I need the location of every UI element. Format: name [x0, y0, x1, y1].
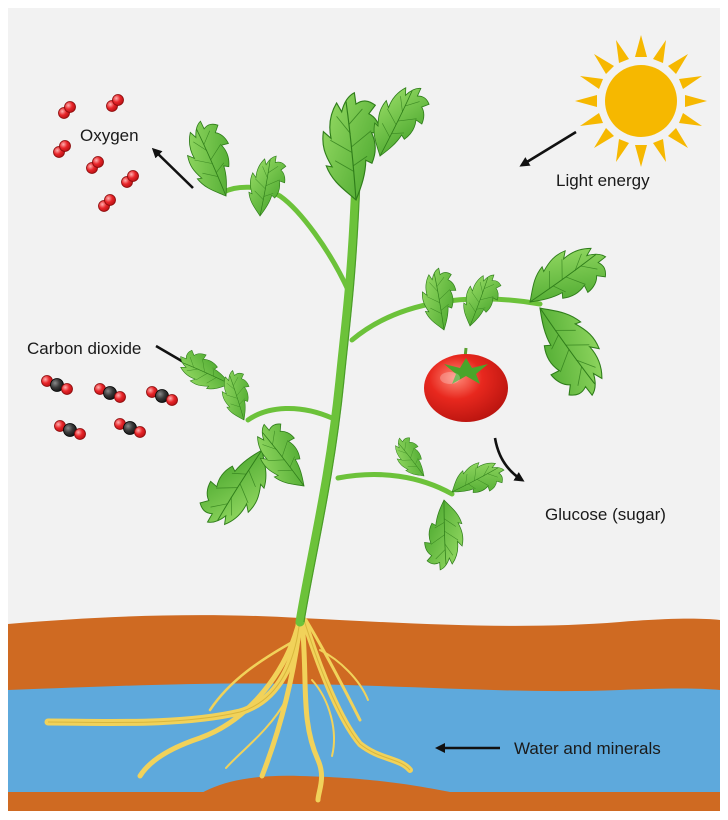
carbon-dioxide-label: Carbon dioxide: [27, 340, 141, 357]
light-energy-label: Light energy: [556, 172, 650, 189]
sun-icon: [575, 35, 707, 167]
water-layer: [8, 683, 720, 792]
glucose-label: Glucose (sugar): [545, 506, 666, 523]
oxygen-label: Oxygen: [80, 127, 139, 144]
water-minerals-label: Water and minerals: [514, 740, 661, 757]
